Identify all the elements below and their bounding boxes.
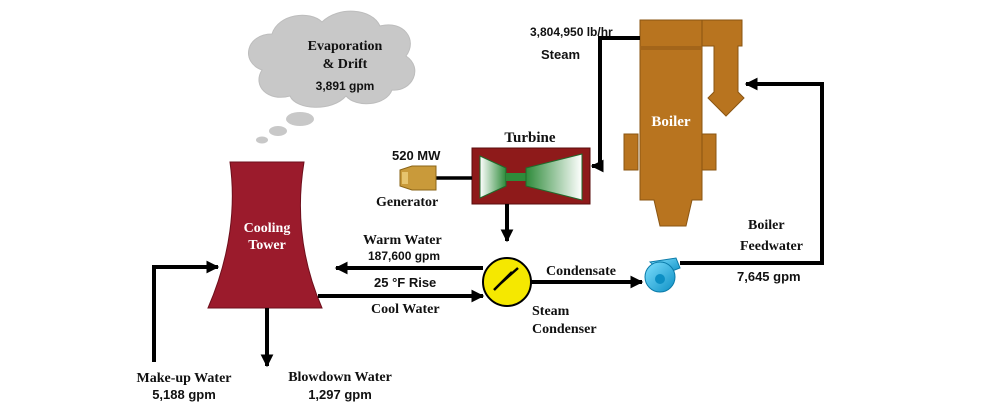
generator-body [399,165,437,191]
boiler-flue-duct [701,19,745,117]
condensate-label: Condensate [546,264,616,279]
boiler: Boiler [623,19,745,227]
generator-cap [402,172,408,184]
evaporation-flow-value: 3,891 gpm [316,79,375,93]
steam-flow-label: 3,804,950 lb/hr [530,25,613,39]
cloud-puff-small [256,136,268,144]
generator-power-label: 520 MW [392,148,441,163]
boiler-top-ring [640,46,702,50]
boiler-label: Boiler [651,114,690,130]
makeup-flow-value: 5,188 gpm [152,387,216,402]
cloud-puff-medium [269,126,287,136]
boiler-feedwater-label-2: Feedwater [740,239,803,254]
drift-label: & Drift [323,57,368,72]
condenser-coil [493,267,519,291]
steam-condenser-label-1: Steam [532,304,570,319]
turbine: Turbine [471,130,591,205]
turbine-shaft [506,173,526,181]
turbine-label: Turbine [504,130,555,146]
cooling-tower-body [207,161,323,309]
makeup-water-pipe [152,260,220,362]
condenser-shell [482,257,532,307]
boiler-lug-left [623,133,639,171]
blowdown-water-label: Blowdown Water [288,370,392,385]
boiler-feedwater-label-1: Boiler [748,218,785,233]
blowdown-flow-value: 1,297 gpm [308,387,372,402]
boiler-feedwater-line: Boiler Feedwater 7,645 gpm [680,77,824,284]
makeup-water-label: Make-up Water [136,371,231,386]
evaporation-label: Evaporation [308,39,383,54]
cloud-puff-large [286,112,314,126]
warm-water-line: Warm Water 187,600 gpm 25 °F Rise [334,233,483,290]
generator-label: Generator [376,195,438,210]
steam-pipe [590,36,640,173]
feedwater-pipe [680,77,824,265]
turbine-blade-right [525,153,583,201]
cloud-shape [248,10,416,108]
makeup-water-line: Make-up Water 5,188 gpm [136,260,232,402]
steam-condenser-label-2: Condenser [532,322,597,337]
generator: 520 MW Generator [376,148,472,210]
boiler-lug-right [701,133,717,171]
blowdown-water-line: Blowdown Water 1,297 gpm [260,308,392,402]
feedwater-flow-value: 7,645 gpm [737,269,801,284]
steam-line: 3,804,950 lb/hr Steam [530,25,640,173]
rise-label: 25 °F Rise [374,275,436,290]
cooling-label: Cooling [244,221,291,236]
pump-eye [655,274,665,284]
boiler-body [639,19,703,227]
warm-water-flow-value: 187,600 gpm [368,249,440,263]
cooling-tower: Cooling Tower [207,161,323,309]
warm-water-label: Warm Water [363,233,442,248]
cool-water-line: Cool Water [318,289,485,317]
turbine-blade-left [479,155,507,199]
cool-water-label: Cool Water [371,302,440,317]
feed-pump [644,257,681,293]
evaporation-cloud: Evaporation & Drift 3,891 gpm [248,10,416,144]
condensate-line: Condensate [531,264,644,289]
steam-label: Steam [541,47,580,62]
tower-label: Tower [248,238,286,253]
